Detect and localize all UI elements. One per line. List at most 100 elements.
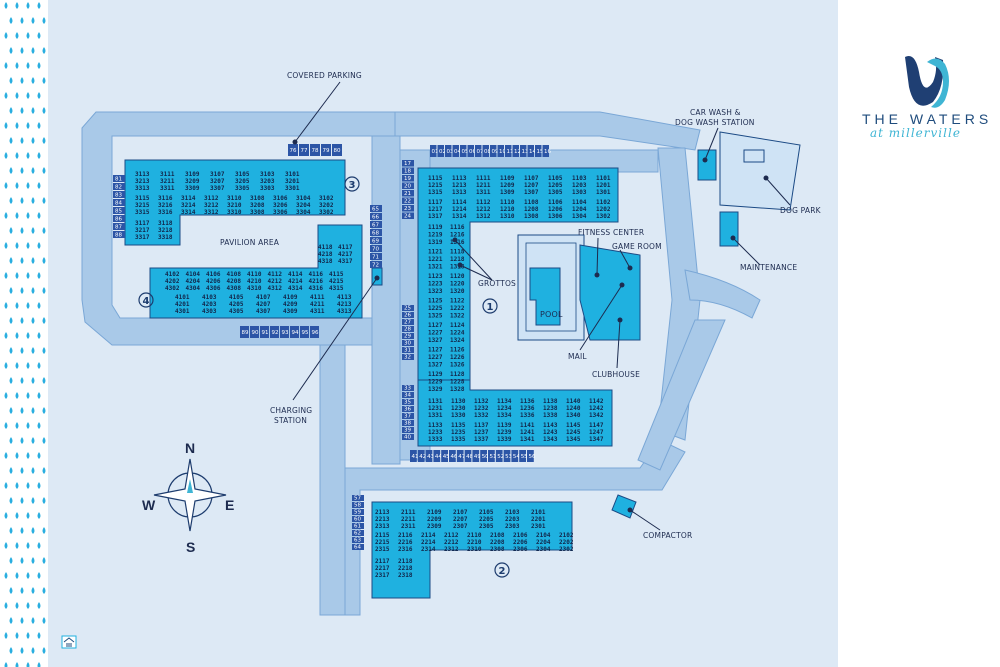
unit-number: 2210 [467, 539, 482, 546]
unit-number: 1126 [450, 347, 465, 354]
droplet-icon [20, 467, 24, 474]
droplet-icon [4, 452, 8, 459]
unit-number: 1309 [500, 189, 515, 196]
parking-space [452, 145, 459, 157]
unit-number: 1117 [428, 199, 443, 206]
parking-space [113, 175, 125, 182]
unit-number: 2203 [505, 516, 520, 523]
parking-space-number: 18 [404, 169, 411, 175]
unit-number: 3108 [250, 195, 265, 202]
unit-number: 2214 [421, 539, 436, 546]
unit-number: 4307 [256, 308, 271, 315]
unit-number: 3109 [185, 171, 200, 178]
parking-space-number: 93 [282, 330, 289, 336]
parking-space-number: 35 [404, 400, 411, 406]
parking-space [240, 326, 249, 338]
brand-subtitle: at millerville [870, 126, 961, 140]
unit-number: 4102 [165, 271, 180, 278]
droplet-icon [26, 212, 30, 219]
parking-space [352, 530, 364, 536]
dog-park-shelter [743, 149, 765, 163]
unit-number: 1107 [524, 175, 539, 182]
parking-space [402, 427, 414, 433]
parking-space [402, 399, 414, 405]
parking-space-number: 62 [354, 531, 361, 537]
droplet-icon [9, 47, 13, 54]
parking-space-number: 32 [404, 355, 411, 361]
unit-number: 1201 [596, 182, 611, 189]
parking-space [402, 305, 414, 311]
unit-number: 1127 [428, 347, 443, 354]
droplet-icon [42, 437, 46, 444]
unit-number: 1247 [589, 429, 604, 436]
parking-space-number: 33 [404, 386, 411, 392]
unit-number: 1325 [428, 313, 443, 320]
unit-number: 4101 [175, 294, 190, 301]
parking-space [402, 333, 414, 339]
label-mail: MAIL [568, 352, 587, 361]
unit-number: 1120 [450, 273, 465, 280]
parking-space [113, 223, 125, 230]
unit-number: 1312 [476, 213, 491, 220]
unit-number: 2116 [398, 532, 413, 539]
parking-space-number: 01 [432, 149, 439, 155]
unit-number: 1227 [428, 330, 443, 337]
unit-number: 1141 [520, 422, 535, 429]
droplet-icon [26, 92, 30, 99]
unit-number: 4217 [338, 251, 353, 258]
droplet-icon [37, 332, 41, 339]
unit-number: 3106 [273, 195, 288, 202]
unit-number: 1238 [543, 405, 558, 412]
droplet-icon [9, 377, 13, 384]
unit-number: 2204 [536, 539, 551, 546]
parking-space-number: 11 [507, 149, 514, 155]
parking-space [370, 229, 382, 236]
unit-number: 1211 [476, 182, 491, 189]
parking-space [402, 406, 414, 412]
droplet-icon [42, 167, 46, 174]
parking-space-number: 54 [513, 454, 520, 460]
unit-number: 1121 [428, 249, 443, 256]
parking-space [113, 199, 125, 206]
parking-space-number: 89 [242, 330, 249, 336]
parking-space [535, 145, 542, 157]
unit-number: 1227 [428, 354, 443, 361]
droplet-icon [26, 152, 30, 159]
car-wash [697, 149, 717, 181]
unit-number: 3103 [260, 171, 275, 178]
unit-number: 1236 [520, 405, 535, 412]
droplet-icon [4, 272, 8, 279]
parking-space-number: 17 [404, 161, 411, 167]
parking-space-number: 27 [404, 320, 411, 326]
droplet-icon [37, 452, 41, 459]
parking-space-number: 51 [490, 454, 497, 460]
unit-number: 2118 [398, 558, 413, 565]
droplet-icon [15, 632, 19, 639]
label-dog-wash: DOG WASH STATION [675, 118, 755, 127]
droplet-icon [31, 347, 35, 354]
droplet-icon [37, 302, 41, 309]
parking-space-number: 80 [334, 148, 341, 154]
unit-number: 2207 [453, 516, 468, 523]
parking-space [519, 450, 526, 462]
droplet-icon [42, 197, 46, 204]
droplet-icon [20, 317, 24, 324]
road-south-east [637, 319, 726, 471]
parking-space-number: 64 [354, 545, 361, 551]
parking-space [352, 523, 364, 529]
droplet-icon [20, 47, 24, 54]
droplet-icon [37, 212, 41, 219]
parking-space [113, 231, 125, 238]
unit-number: 3317 [135, 234, 150, 241]
unit-number: 3107 [210, 171, 225, 178]
parking-space [370, 245, 382, 252]
unit-number: 3101 [285, 171, 300, 178]
unit-number: 4316 [309, 285, 324, 292]
unit-number: 3204 [296, 202, 311, 209]
dog-park [719, 131, 801, 211]
unit-number: 1345 [566, 436, 581, 443]
parking-space [402, 182, 414, 189]
unit-number: 1113 [452, 175, 467, 182]
